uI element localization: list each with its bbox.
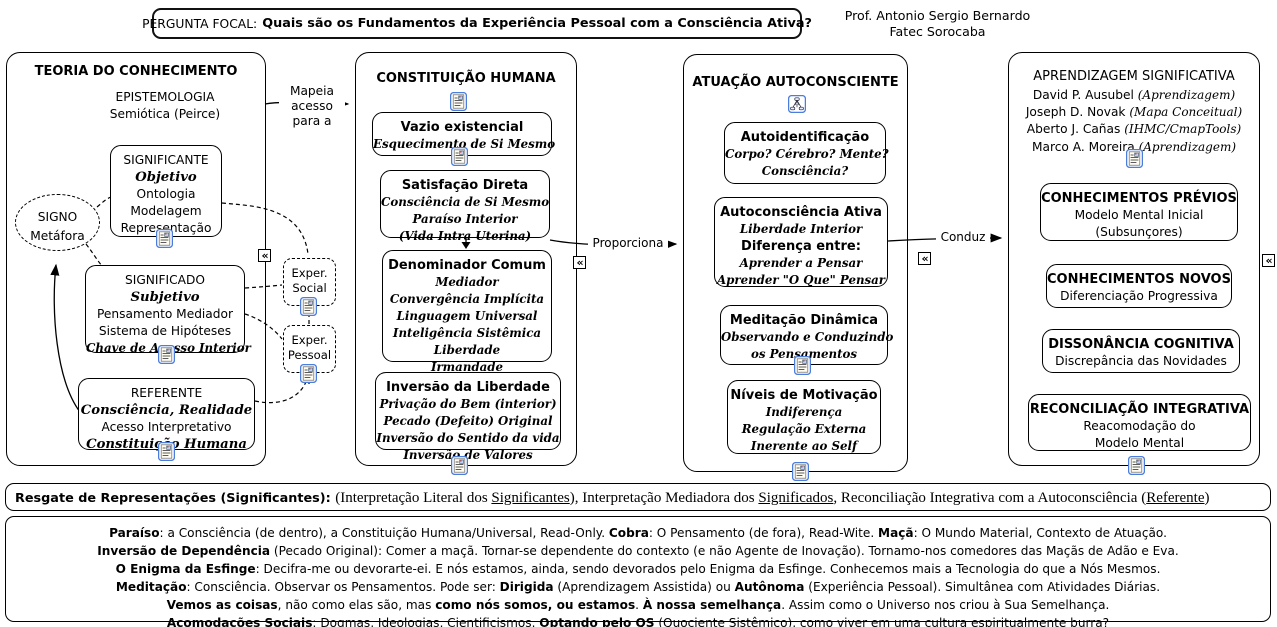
- resource-link-icon[interactable]: [157, 344, 176, 365]
- link-label-conduz: Conduz: [936, 230, 990, 245]
- title-aprendizagem: APRENDIZAGEM SIGNIFICATIVA: [1033, 69, 1235, 84]
- collapse-chevron-icon[interactable]: «: [1262, 254, 1275, 267]
- resource-link-icon[interactable]: [449, 91, 468, 112]
- resource-link-icon[interactable]: [299, 363, 318, 384]
- resource-link-icon[interactable]: [157, 441, 176, 462]
- resource-link-icon[interactable]: [155, 228, 174, 249]
- resource-link-icon[interactable]: [450, 146, 469, 167]
- link-label-proporciona: Proporciona: [588, 236, 668, 251]
- title-constituicao: CONSTITUIÇÃO HUMANA: [376, 71, 556, 86]
- resource-link-icon[interactable]: [791, 461, 810, 482]
- collapse-chevron-icon[interactable]: «: [573, 256, 586, 269]
- focal-question-text: Quais são os Fundamentos da Experiência …: [262, 16, 812, 31]
- author-credit: Prof. Antonio Sergio Bernardo Fatec Soro…: [840, 8, 1035, 39]
- resource-link-icon[interactable]: [793, 355, 812, 376]
- author-name: Prof. Antonio Sergio Bernardo: [844, 8, 1031, 23]
- notes-box: Paraíso: a Consciência (de dentro), a Co…: [5, 516, 1271, 627]
- collapse-chevron-icon[interactable]: «: [258, 249, 271, 262]
- node-autores[interactable]: David P. Ausubel (Aprendizagem)Joseph D.…: [1025, 88, 1243, 154]
- title-teoria: TEORIA DO CONHECIMENTO: [34, 64, 238, 79]
- resgate-summary-bar: Resgate de Representações (Significantes…: [5, 483, 1271, 511]
- resource-link-icon[interactable]: [450, 455, 469, 476]
- resource-link-icon[interactable]: [299, 296, 318, 317]
- resource-link-icon[interactable]: [1125, 148, 1144, 169]
- author-institution: Fatec Sorocaba: [889, 23, 986, 39]
- title-atuacao: ATUAÇÃO AUTOCONSCIENTE: [692, 75, 899, 90]
- node-exper-pessoal[interactable]: Exper.Pessoal: [283, 325, 336, 373]
- focal-question-box: PERGUNTA FOCAL: Quais são os Fundamentos…: [142, 8, 812, 39]
- concept-map-icon[interactable]: [787, 94, 807, 114]
- focal-question-label: PERGUNTA FOCAL:: [142, 16, 258, 31]
- collapse-chevron-icon[interactable]: «: [918, 252, 931, 265]
- resource-link-icon[interactable]: [1127, 455, 1146, 476]
